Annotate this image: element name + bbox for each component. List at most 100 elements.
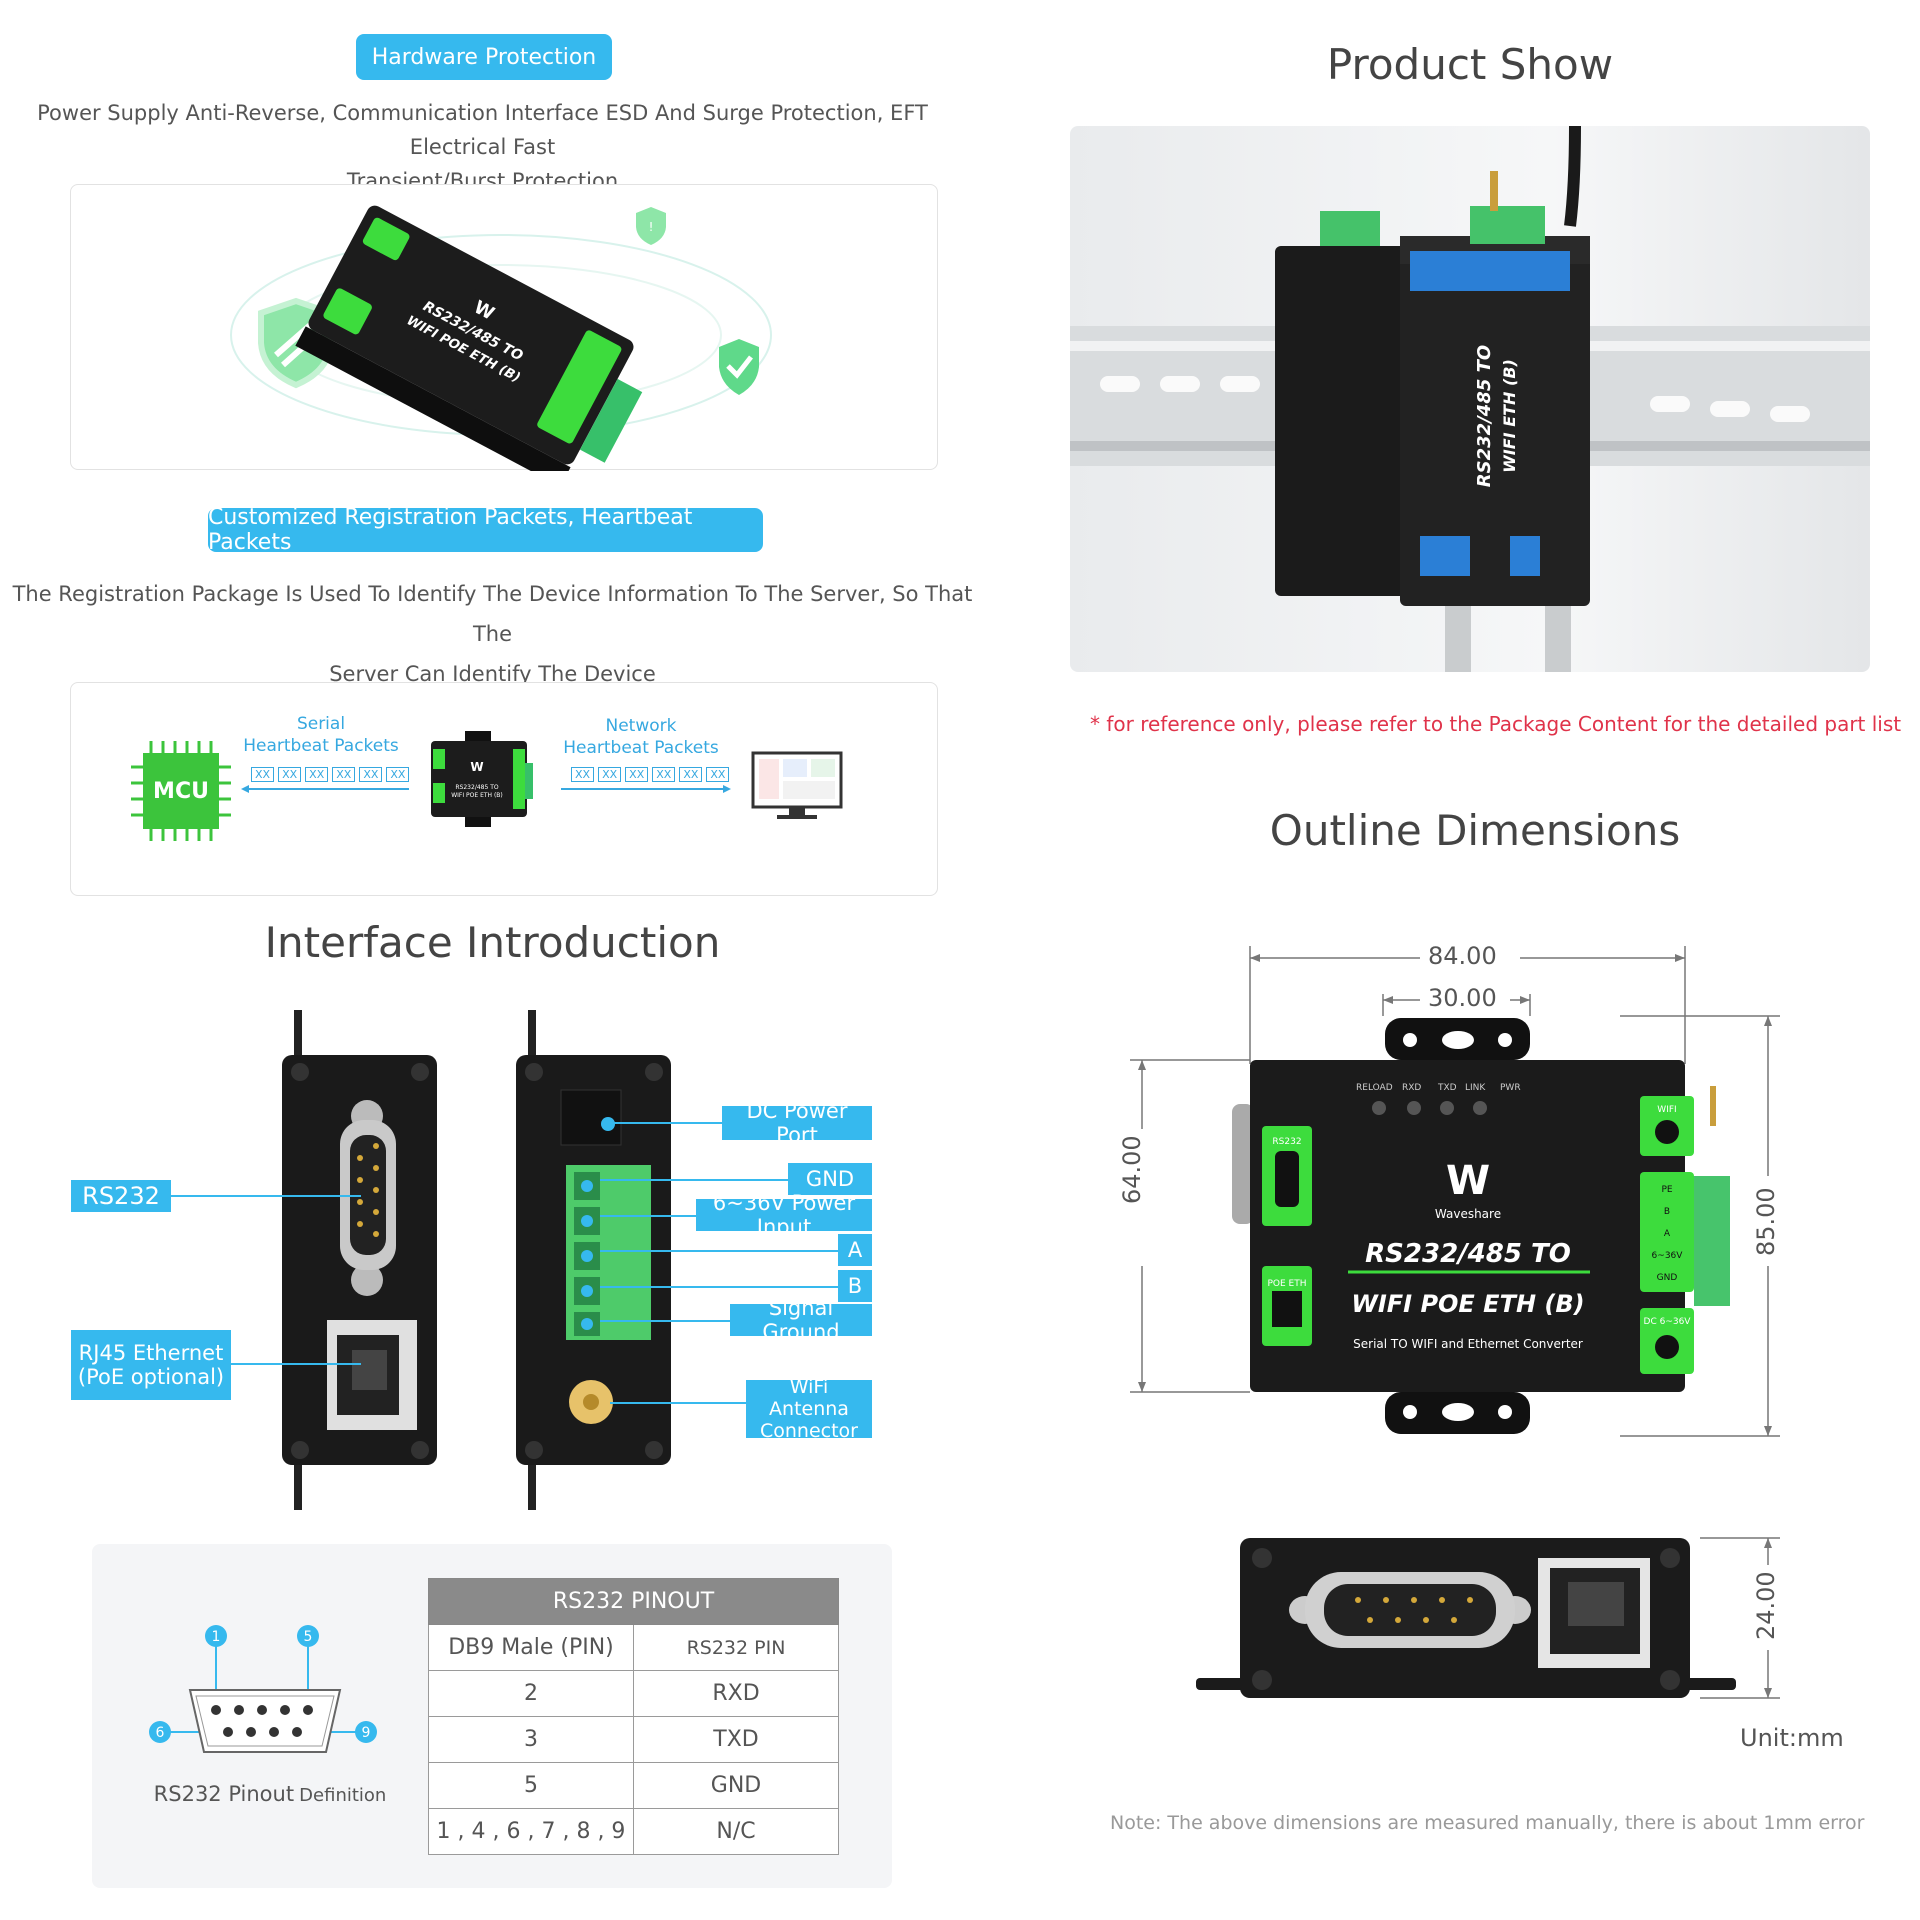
converter-device-icon: W RS232/485 TO WIFI POE ETH (B) xyxy=(431,731,533,827)
svg-text:W: W xyxy=(1446,1158,1490,1204)
callout-power-line xyxy=(600,1215,696,1217)
interface-introduction-title: Interface Introduction xyxy=(264,918,721,967)
outline-brand: Waveshare xyxy=(1435,1207,1501,1221)
led-label: LINK xyxy=(1465,1083,1486,1093)
left-arrow-icon xyxy=(241,785,409,793)
hardware-protection-label: Hardware Protection xyxy=(371,44,597,70)
wifi-label-line1: WiFi Antenna xyxy=(769,1376,849,1420)
wifi-label-line2: Connector xyxy=(760,1420,858,1442)
led-label: TXD xyxy=(1437,1083,1457,1093)
network-label-line1: Network xyxy=(605,716,677,736)
serial-heartbeat-label: Serial Heartbeat Packets xyxy=(231,713,411,757)
callout-b-line xyxy=(600,1286,838,1288)
dimension-height-total: 85.00 xyxy=(1752,1181,1780,1262)
packet-box: XX xyxy=(251,767,275,782)
hardware-protection-badge: Hardware Protection xyxy=(356,34,612,80)
outline-subtitle: Serial TO WIFI and Ethernet Converter xyxy=(1353,1337,1583,1351)
network-label-line2: Heartbeat Packets xyxy=(563,738,719,758)
small-shield-icon: ! xyxy=(636,207,666,245)
callout-signal-ground: Signal Ground xyxy=(730,1296,872,1344)
pinout-caption-main: RS232 Pinout xyxy=(153,1782,295,1806)
svg-text:!: ! xyxy=(649,220,654,234)
rj45-label-line2: (PoE optional) xyxy=(77,1365,225,1389)
callout-gnd: GND xyxy=(788,1163,872,1195)
packet-box: XX xyxy=(652,767,676,782)
shield-check-icon xyxy=(719,339,759,395)
dimension-width-total: 84.00 xyxy=(1420,942,1505,970)
side-label-rs232: RS232 xyxy=(1272,1137,1301,1147)
heartbeat-card: MCU Serial Heartbeat Packets XX XX XX XX… xyxy=(70,682,938,896)
packet-box: XX xyxy=(305,767,329,782)
terminal-label: A xyxy=(1664,1229,1671,1239)
registration-badge: Customized Registration Packets, Heartbe… xyxy=(208,505,763,555)
pin-6-badge: 6 xyxy=(156,1725,165,1741)
callout-b: B xyxy=(838,1270,872,1302)
product-show-title: Product Show xyxy=(1326,40,1614,89)
pin-cell: 3 xyxy=(428,1716,634,1763)
product-photo: RS232/485 TO WIFI ETH (B) xyxy=(1070,126,1870,672)
power-side-panel xyxy=(516,1010,671,1510)
serial-label-line2: Heartbeat Packets xyxy=(243,736,399,756)
packet-box: XX xyxy=(625,767,649,782)
pin-cell: 2 xyxy=(428,1670,634,1717)
serial-packets: XX XX XX XX XX XX xyxy=(251,767,410,782)
packet-box: XX xyxy=(332,767,356,782)
signal-cell: N/C xyxy=(633,1808,839,1855)
side-label-wifi: WIFI xyxy=(1657,1105,1676,1115)
dimension-width-mount: 30.00 xyxy=(1420,984,1505,1012)
pinout-table-title: RS232 PINOUT xyxy=(428,1578,839,1625)
signal-cell: GND xyxy=(633,1762,839,1809)
pinout-caption-sub: Definition xyxy=(299,1785,387,1806)
callout-sg-line xyxy=(600,1320,730,1322)
callout-wifi-line xyxy=(610,1402,746,1404)
svg-text:WIFI POE ETH (B): WIFI POE ETH (B) xyxy=(451,792,503,799)
callout-dc-line xyxy=(610,1122,722,1124)
terminal-label: GND xyxy=(1657,1273,1678,1283)
network-heartbeat-label: Network Heartbeat Packets xyxy=(541,715,741,759)
pin-9-badge: 9 xyxy=(362,1725,371,1741)
led-label: RELOAD xyxy=(1356,1083,1393,1093)
packet-box: XX xyxy=(386,767,410,782)
packet-box: XX xyxy=(679,767,703,782)
dimension-depth: 24.00 xyxy=(1752,1565,1780,1646)
side-label-dc: DC 6~36V xyxy=(1644,1317,1692,1327)
svg-text:RS232/485 TO: RS232/485 TO xyxy=(455,784,498,791)
hardware-protection-card: ! RS232/485 TO WIFI POE ETH (B) W xyxy=(70,184,938,487)
callout-power-input: 6~36V Power Input xyxy=(696,1191,872,1239)
pin-cell: 1 , 4 , 6 , 7 , 8 , 9 xyxy=(428,1808,634,1855)
pinout-col-header-rs232: RS232 PIN xyxy=(633,1624,839,1671)
dimension-note: Note: The above dimensions are measured … xyxy=(1110,1812,1865,1834)
callout-dc-power: DC Power Port xyxy=(722,1099,872,1147)
pinout-col-header-db9: DB9 Male (PIN) xyxy=(428,1624,634,1671)
led-label: RXD xyxy=(1402,1083,1421,1093)
network-packets: XX XX XX XX XX XX xyxy=(571,767,730,782)
callout-rs232: RS232 xyxy=(71,1180,171,1212)
callout-rs232-line xyxy=(171,1195,361,1197)
packet-box: XX xyxy=(278,767,302,782)
signal-cell: TXD xyxy=(633,1716,839,1763)
callout-wifi-antenna: WiFi Antenna Connector xyxy=(746,1376,872,1442)
svg-text:W: W xyxy=(470,760,483,774)
packet-box: XX xyxy=(359,767,383,782)
hardware-protection-illustration: ! RS232/485 TO WIFI POE ETH (B) W xyxy=(230,205,772,487)
pin-1-badge: 1 xyxy=(212,1629,221,1645)
rs232-side-panel xyxy=(282,1010,437,1510)
registration-label: Customized Registration Packets, Heartbe… xyxy=(208,505,693,555)
outline-dimensions-title: Outline Dimensions xyxy=(1269,806,1681,855)
outline-model-line1: RS232/485 TO xyxy=(1365,1239,1571,1269)
pin-cell: 5 xyxy=(428,1762,634,1809)
callout-gnd-line xyxy=(600,1179,788,1181)
signal-cell: RXD xyxy=(633,1670,839,1717)
side-label-poe: POE ETH xyxy=(1267,1279,1306,1289)
callout-a-line xyxy=(600,1250,838,1252)
monitor-icon xyxy=(751,751,843,819)
hardware-protection-description: Power Supply Anti-Reverse, Communication… xyxy=(0,96,965,198)
pin-5-badge: 5 xyxy=(304,1629,313,1645)
registration-description: The Registration Package Is Used To Iden… xyxy=(0,574,985,694)
right-arrow-icon xyxy=(561,785,731,793)
